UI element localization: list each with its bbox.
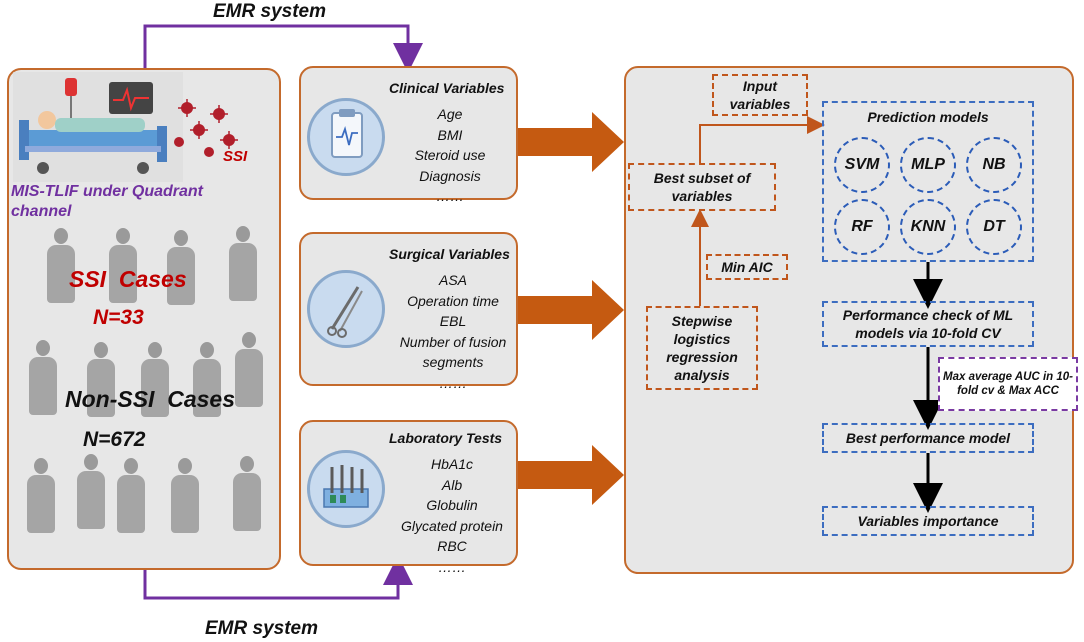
- stepwise-regression-box: Stepwise logistics regression analysis: [646, 306, 758, 390]
- list-item: EBL: [439, 313, 467, 329]
- ssi-label: SSI: [223, 148, 248, 165]
- list-item: RBC: [437, 538, 467, 554]
- emr-top-label: EMR system: [213, 1, 326, 22]
- bacteria-icon: [174, 99, 238, 157]
- list-item: BMI: [437, 126, 463, 143]
- list-item: Diagnosis: [419, 167, 481, 184]
- list-item: Globulin: [426, 497, 478, 513]
- model-nb: NB: [966, 137, 1022, 193]
- arrow-subset-to-prediction: [699, 116, 825, 163]
- patient-silhouette: [117, 458, 145, 533]
- patient-silhouette: [109, 228, 137, 303]
- patient-silhouette: [77, 454, 105, 529]
- patient-silhouette: [29, 340, 57, 415]
- prediction-models-title: Prediction models: [867, 109, 989, 125]
- best-performance-model-box: Best performance model: [822, 423, 1034, 453]
- clinical-variables-list: Age BMI Steroid use Diagnosis ……: [396, 104, 504, 207]
- ssi-cases-label: SSI Cases: [69, 266, 187, 292]
- list-item: Steroid use: [414, 147, 486, 163]
- list-item: Number of fusion: [399, 333, 507, 350]
- patient-bed-icon: [13, 72, 183, 182]
- emr-top-connector: [143, 24, 423, 73]
- non-ssi-cases-label: Non-SSI Cases: [65, 386, 235, 412]
- prediction-models-box: Prediction models SVM MLP NB RF KNN DT: [822, 101, 1034, 262]
- model-dt: DT: [966, 199, 1022, 255]
- laboratory-tests-panel: Laboratory Tests HbA1c Alb Globulin Glyc…: [299, 420, 518, 575]
- arrow-clinical-to-analysis: [518, 112, 624, 172]
- model-rf: RF: [834, 199, 890, 255]
- model-mlp: MLP: [900, 137, 956, 193]
- arrow-lab-to-analysis: [518, 445, 624, 505]
- input-variables-box: Input variables: [712, 74, 808, 116]
- list-item: Age: [437, 106, 463, 122]
- patient-silhouette: [193, 342, 221, 417]
- surgical-variables-list: ASA Operation time EBL Number of fusion …: [391, 270, 515, 393]
- list-item: ASA: [438, 272, 467, 288]
- list-item: segments: [422, 354, 484, 370]
- list-item: HbA1c: [430, 456, 474, 472]
- model-svm: SVM: [834, 137, 890, 193]
- clinical-variables-panel: Clinical Variables Age BMI Steroid use D…: [299, 66, 518, 204]
- patient-silhouette: [235, 332, 263, 407]
- list-item: ……: [436, 188, 464, 204]
- patient-silhouette: [47, 228, 75, 303]
- variables-importance-box: Variables importance: [822, 506, 1034, 536]
- surgical-instruments-icon: [307, 270, 385, 348]
- patient-silhouette: [229, 226, 257, 301]
- min-aic-box: Min AIC: [706, 254, 788, 280]
- list-item: Operation time: [407, 292, 499, 309]
- list-item: ……: [438, 558, 466, 575]
- arrow-surgical-to-analysis: [518, 280, 624, 340]
- list-item: ……: [439, 374, 467, 391]
- procedure-label: MIS-TLIF under Quadrant channel: [11, 183, 203, 220]
- patient-cohort-panel: SSI MIS-TLIF under Quadrant channel SSI …: [7, 68, 281, 570]
- surgical-variables-panel: Surgical Variables ASA Operation time EB…: [299, 232, 518, 391]
- patient-silhouette: [27, 458, 55, 533]
- list-item: Glycated protein: [401, 517, 503, 534]
- performance-check-box: Performance check of ML models via 10-fo…: [822, 301, 1034, 347]
- laboratory-tests-list: HbA1c Alb Globulin Glycated protein RBC …: [391, 454, 513, 577]
- lab-test-tubes-icon: [307, 450, 385, 528]
- clipboard-icon: [307, 98, 385, 176]
- list-item: Alb: [441, 476, 463, 493]
- patient-silhouette: [233, 456, 261, 531]
- max-auc-criteria-box: Max average AUC in 10-fold cv & Max ACC: [938, 357, 1078, 411]
- patient-silhouette: [141, 342, 169, 417]
- laboratory-tests-title: Laboratory Tests: [389, 430, 503, 446]
- model-knn: KNN: [900, 199, 956, 255]
- ssi-count: N=33: [93, 306, 144, 329]
- clinical-variables-title: Clinical Variables: [389, 80, 505, 96]
- best-subset-box: Best subset of variables: [628, 163, 776, 211]
- non-ssi-count: N=672: [83, 428, 146, 451]
- surgical-variables-title: Surgical Variables: [389, 246, 510, 262]
- patient-silhouette: [87, 342, 115, 417]
- patient-silhouette: [171, 458, 199, 533]
- emr-bottom-label: EMR system: [205, 618, 318, 639]
- emr-bottom-connector: [143, 555, 413, 600]
- patient-silhouette: [167, 230, 195, 305]
